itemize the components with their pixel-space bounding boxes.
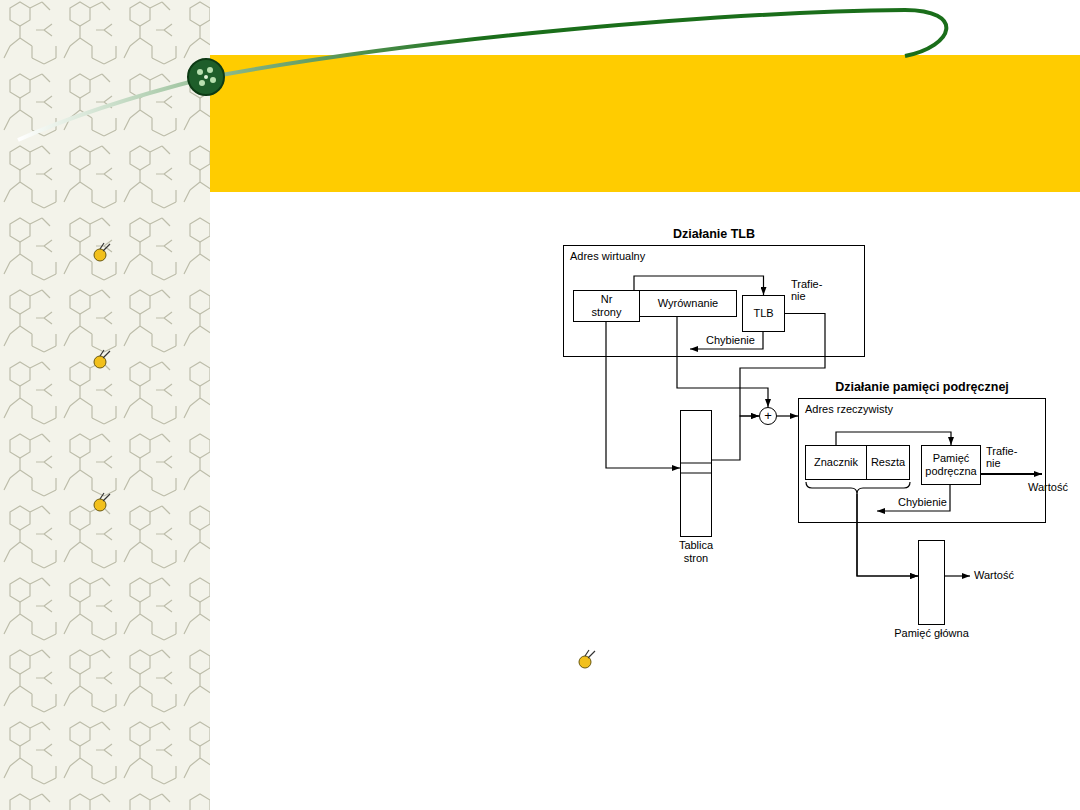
- adder-circle: +: [759, 407, 777, 425]
- page-table: Tablica stron: [680, 410, 712, 537]
- connector-arrow: [857, 494, 918, 576]
- address-field: Znacznik: [805, 445, 867, 480]
- value-label: Wartość: [1028, 481, 1068, 493]
- adder-outline: [759, 407, 777, 425]
- box-label: Nr strony: [592, 293, 622, 318]
- hit-label: Trafie- nie: [791, 278, 822, 302]
- main-memory: Pamięć główna: [918, 540, 945, 625]
- box-label: Wyrównanie: [658, 297, 718, 310]
- connector-arrow: [857, 494, 918, 576]
- panel-subtitle: Adres rzeczywisty: [805, 403, 893, 416]
- panel-title: Działanie TLB: [564, 227, 864, 241]
- cache-hit-arrow: [980, 473, 1042, 475]
- box-label: TLB: [753, 307, 773, 320]
- miss-label: Chybienie: [898, 496, 947, 508]
- address-field: Reszta: [866, 445, 910, 480]
- side-texture: [0, 0, 210, 810]
- connector-arrow: [634, 276, 764, 295]
- page-table-entry: [680, 463, 712, 473]
- bullet-icon: [94, 243, 595, 668]
- connector-arrow: [677, 317, 768, 407]
- panel-subtitle: Adres wirtualny: [570, 250, 645, 263]
- memory-label: Pamięć główna: [894, 627, 969, 640]
- cache-panel: Działanie pamięci podręcznejAdres rzeczy…: [798, 398, 1046, 523]
- address-field: Wyrównanie: [639, 290, 737, 317]
- connector-arrow: [777, 415, 798, 416]
- value-label: Wartość: [974, 569, 1014, 581]
- miss-label: Chybienie: [706, 334, 755, 346]
- memory-label: Tablica stron: [679, 539, 713, 564]
- adder-sign: +: [764, 409, 772, 422]
- cache-box: Pamięć podręczna: [921, 445, 981, 485]
- header-ball: [188, 59, 224, 95]
- header-band: [210, 55, 1080, 192]
- tlb-box: TLB: [742, 295, 785, 332]
- connector-arrow: [606, 322, 680, 468]
- address-field: Nr strony: [573, 290, 640, 322]
- address-bracket: [806, 482, 910, 494]
- panel-title: Działanie pamięci podręcznej: [799, 380, 1045, 394]
- box-label: Pamięć podręczna: [925, 452, 976, 477]
- figure-ground: [556, 228, 1056, 638]
- tlb-panel: Działanie TLBAdres wirtualnyNr stronyWyr…: [563, 245, 865, 357]
- memory-value-arrow: [945, 575, 970, 576]
- tlb-miss-arrow: [690, 332, 763, 349]
- box-label: Znacznik: [814, 456, 858, 469]
- connector-arrow: [836, 432, 951, 445]
- cache-miss-arrow: [877, 485, 950, 511]
- connector-arrow: [712, 416, 759, 460]
- connector-arrow: [740, 314, 825, 417]
- hit-label: Trafie- nie: [986, 445, 1017, 469]
- header-curve: [18, 10, 946, 140]
- side-strip: [0, 0, 210, 810]
- box-label: Reszta: [871, 456, 905, 469]
